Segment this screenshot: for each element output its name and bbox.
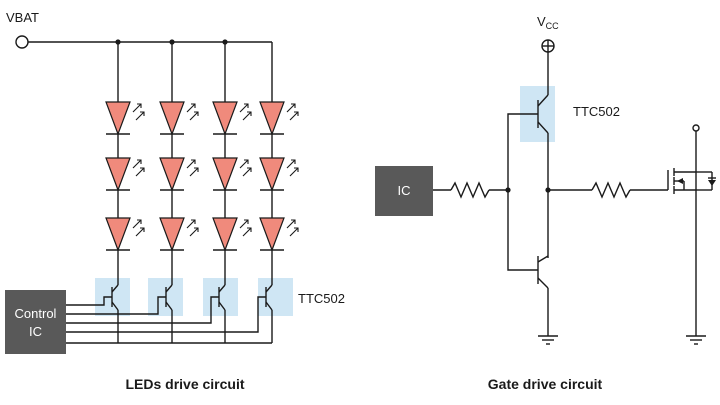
gate-ic-label: IC bbox=[398, 183, 411, 198]
vbat-label: VBAT bbox=[6, 10, 39, 25]
vcc-label: VCC bbox=[537, 14, 559, 31]
gate-transistor-label: TTC502 bbox=[573, 104, 620, 119]
ground-symbol-mosfet bbox=[686, 335, 706, 345]
leds-transistor-label: TTC502 bbox=[298, 291, 345, 306]
led-4-3 bbox=[259, 217, 285, 252]
led-2-2 bbox=[159, 157, 185, 192]
leds-circuit-caption: LEDs drive circuit bbox=[125, 376, 244, 392]
led-column-4 bbox=[259, 42, 285, 343]
led-1-3 bbox=[105, 217, 131, 252]
ground-symbol-transistor bbox=[538, 335, 558, 345]
led-1-2 bbox=[105, 157, 131, 192]
led-3-3 bbox=[212, 217, 238, 252]
base-junction-dot bbox=[505, 187, 511, 193]
control-ic-box bbox=[5, 290, 66, 354]
gate-ic-box bbox=[375, 166, 433, 216]
leds-drive-circuit: VBAT bbox=[5, 10, 345, 392]
gate-circuit-caption: Gate drive circuit bbox=[488, 376, 603, 392]
base-resistor bbox=[450, 181, 490, 199]
transistor-highlight-3 bbox=[203, 278, 238, 316]
led-light-arrows bbox=[132, 103, 299, 237]
led-2-3 bbox=[159, 217, 185, 252]
control-ic-label-line2: IC bbox=[29, 324, 42, 339]
led-4-1 bbox=[259, 101, 285, 136]
gate-drive-circuit: VCC TTC502 IC bbox=[375, 14, 716, 392]
mosfet-drain-terminal bbox=[692, 124, 700, 132]
led-column-3 bbox=[212, 39, 238, 343]
led-2-1 bbox=[159, 101, 185, 136]
led-4-2 bbox=[259, 157, 285, 192]
lower-transistor bbox=[537, 255, 549, 336]
led-3-2 bbox=[212, 157, 238, 192]
vbat-terminal bbox=[15, 35, 29, 49]
mosfet bbox=[667, 164, 716, 198]
led-3-1 bbox=[212, 101, 238, 136]
gate-resistor bbox=[591, 181, 631, 199]
control-ic-label-line1: Control bbox=[15, 306, 57, 321]
led-column-2 bbox=[159, 39, 185, 343]
led-1-1 bbox=[105, 101, 131, 136]
control-base-lines bbox=[66, 296, 272, 344]
led-column-1 bbox=[105, 39, 131, 343]
